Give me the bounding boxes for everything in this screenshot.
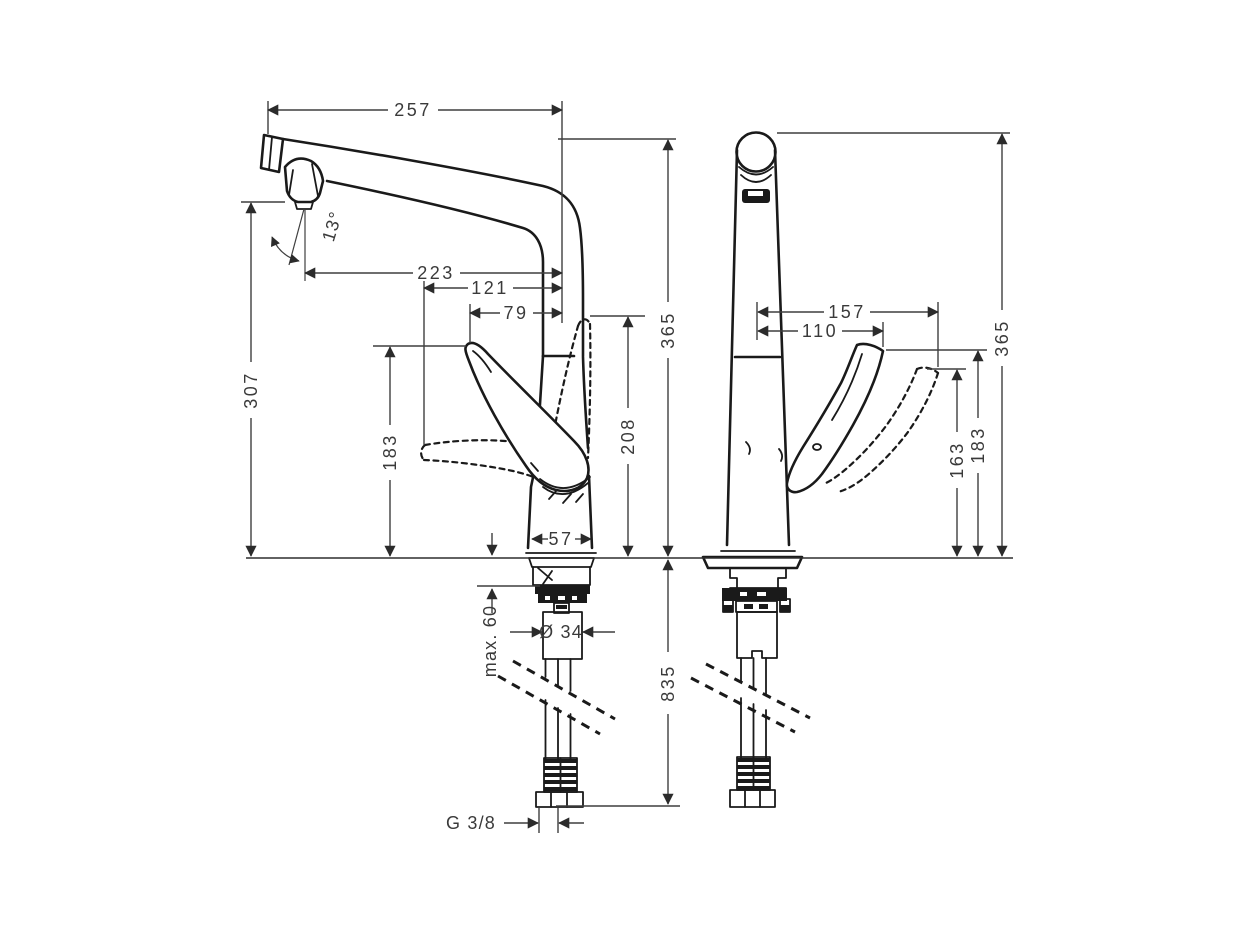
dim-label-257: 257 xyxy=(394,100,432,120)
front-top-cap xyxy=(735,131,777,203)
dim-outlet-to-axis-223: 223 xyxy=(304,263,563,283)
dim-hose-length-835: 835 xyxy=(556,559,680,807)
dim-max-deck-60: max. 60 xyxy=(477,533,540,677)
side-base-and-shank xyxy=(525,552,597,660)
dim-handle-swing-157: 157 xyxy=(756,302,939,367)
dim-label-79: 79 xyxy=(503,303,528,323)
dim-outlet-height-307: 307 xyxy=(241,201,285,557)
dim-label-163: 163 xyxy=(947,441,967,479)
dim-label-208: 208 xyxy=(618,417,638,455)
dim-label-365-front: 365 xyxy=(992,319,1012,357)
dim-handle-low-163: 163 xyxy=(927,368,967,557)
dim-spout-angle-13: 13° xyxy=(271,209,346,281)
dim-label-57: 57 xyxy=(548,529,573,549)
dim-label-223: 223 xyxy=(417,263,455,283)
dim-spout-reach-257: 257 xyxy=(267,100,563,323)
spout-end-cap xyxy=(259,133,285,174)
dim-handle-raised-208: 208 xyxy=(590,315,645,557)
dim-handle-reach-110: 110 xyxy=(757,321,884,347)
dim-label-g38: G 3/8 xyxy=(446,813,496,833)
front-handle-dashed xyxy=(824,366,940,494)
dim-label-307: 307 xyxy=(241,371,261,409)
dim-label-157: 157 xyxy=(828,302,866,322)
dim-shank-diameter-34: Ø 34 xyxy=(510,622,615,642)
side-view-drawing xyxy=(259,133,616,808)
dim-total-height-365-front: 365 xyxy=(777,132,1012,557)
front-body xyxy=(725,148,791,547)
front-base-and-shank xyxy=(701,550,804,659)
front-hoses xyxy=(690,657,811,761)
dim-thread-g38: G 3/8 xyxy=(446,808,584,833)
front-view-drawing xyxy=(690,131,940,808)
dim-base-width-57: 57 xyxy=(531,529,592,549)
dim-handle-front-121: 121 xyxy=(423,278,563,445)
side-hoses xyxy=(497,658,616,763)
dim-label-121: 121 xyxy=(471,278,509,298)
dim-label-13deg: 13° xyxy=(318,209,346,244)
aerator xyxy=(283,157,325,210)
dim-label-365-side: 365 xyxy=(658,311,678,349)
dim-handle-tip-79: 79 xyxy=(469,303,563,343)
dim-total-height-365-side: 365 xyxy=(558,138,678,557)
dim-label-max60: max. 60 xyxy=(480,605,500,677)
dim-label-183-front: 183 xyxy=(968,426,988,464)
front-handle-solid xyxy=(785,342,885,494)
dim-handle-height-183-front: 183 xyxy=(886,349,988,557)
side-hose-connector xyxy=(535,757,584,808)
dim-label-835: 835 xyxy=(658,664,678,702)
dim-label-183-side: 183 xyxy=(380,433,400,471)
dim-handle-height-183-side: 183 xyxy=(373,345,466,557)
cartridge-dome xyxy=(530,462,591,504)
dim-label-o34: Ø 34 xyxy=(539,622,583,642)
side-handle-solid xyxy=(464,341,590,493)
front-hose-connector xyxy=(729,756,776,808)
dim-label-110: 110 xyxy=(802,321,838,341)
